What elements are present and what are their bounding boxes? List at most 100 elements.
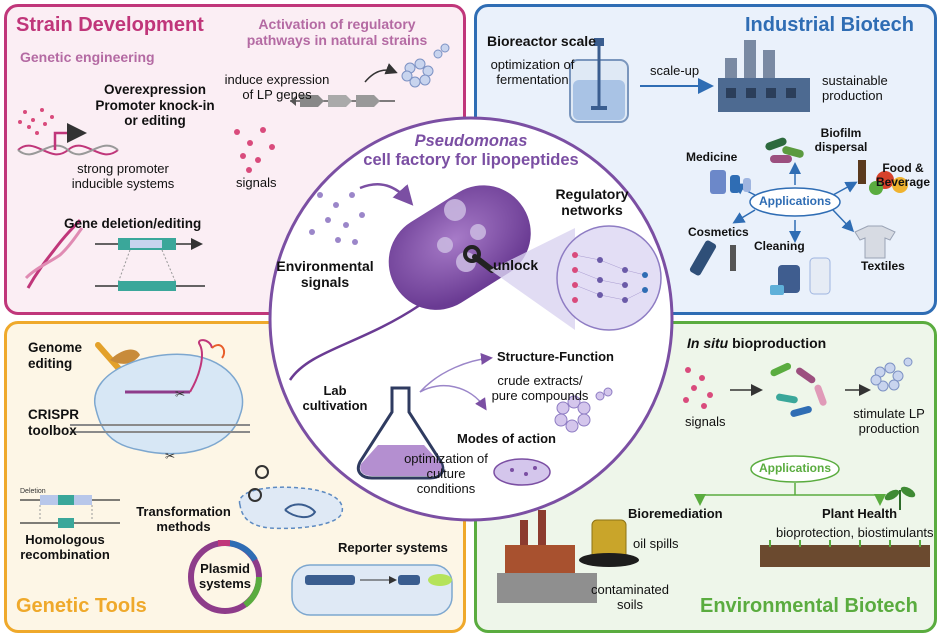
- induce-expression-label: induce expression of LP genes: [218, 72, 336, 103]
- plant-sprout-icon: [884, 486, 916, 510]
- applications-label: Applications: [758, 194, 831, 208]
- plasmid-icon: [188, 539, 263, 614]
- gene-deletion-icon: [95, 238, 205, 291]
- gene-deletion-label: Gene deletion/editing: [64, 216, 202, 231]
- biofilm-line-1: Biofilm: [820, 126, 862, 140]
- textiles-label: Textiles: [861, 259, 905, 273]
- sustainable-line-1: sustainable: [822, 73, 888, 88]
- stimulate-line-2: production: [858, 420, 920, 436]
- medicine-icon: [710, 170, 751, 194]
- petri-dish-icon: [493, 458, 551, 486]
- soil-line-1: contaminated: [590, 582, 670, 597]
- industrial-biotech-title: Industrial Biotech: [745, 14, 914, 36]
- sustainable-production-label: sustainable production: [822, 73, 888, 104]
- regulatory-line-1: Regulatory: [555, 186, 629, 202]
- strain-development-title: Strain Development: [16, 14, 204, 36]
- crispr-toolbox-label: CRISPR toolbox: [28, 407, 79, 438]
- factory-icon: [718, 40, 810, 112]
- reporter-cell-icon: [291, 564, 453, 616]
- applications-bubble: [749, 187, 841, 217]
- bacterium-cell-icon: [288, 185, 531, 381]
- biofilm-icon: [765, 137, 804, 163]
- transformation-cell-icon: [238, 465, 344, 530]
- unlock-wrench-icon: [463, 245, 495, 273]
- center-title-italic: Pseudomonas: [414, 132, 528, 150]
- lab-line-2: cultivation: [302, 397, 368, 413]
- modes-of-action-label: Modes of action: [457, 431, 556, 446]
- environmental-biotech-title: Environmental Biotech: [700, 595, 918, 617]
- arrow-icon: [419, 352, 493, 393]
- transformation-methods-label: Transformation methods: [126, 504, 241, 535]
- genetic-tools-title: Genetic Tools: [16, 595, 147, 617]
- lipopeptide-icon: [870, 357, 913, 392]
- genome-line-2: editing: [28, 355, 73, 371]
- optimization-fermentation-label: optimization of fermentation: [480, 57, 585, 88]
- signals-label: signals: [236, 175, 277, 190]
- medicine-label: Medicine: [686, 150, 738, 164]
- optimization-culture-label: optimization of culture conditions: [391, 451, 501, 497]
- lab-cultivation-label: Lab cultivation: [300, 383, 370, 414]
- biofilm-dispersal-label: Biofilm dispersal: [806, 126, 876, 155]
- activation-line-2: pathways in natural strains: [246, 32, 428, 49]
- soil-line-2: soils: [616, 596, 643, 612]
- cosmetics-label: Cosmetics: [688, 225, 749, 239]
- optim-fermentation-line-2: fermentation: [496, 71, 569, 87]
- bioreactor-scale-label: Bioreactor scale: [487, 33, 596, 49]
- bioreactor-icon: [569, 38, 629, 123]
- applications-bubble: [750, 455, 840, 483]
- plasmid-systems-label: Plasmid systems: [195, 561, 255, 592]
- cleaning-icon: [770, 257, 831, 295]
- pipette-icon: [95, 342, 140, 373]
- transf-line-1: Transformation: [136, 504, 231, 519]
- genome-line-1: Genome: [28, 340, 83, 355]
- stimulate-line-1: stimulate LP: [853, 406, 925, 421]
- crude-line-2: pure compounds: [491, 387, 589, 403]
- contaminated-soils-label: contaminated soils: [588, 582, 672, 613]
- oil-spills-label: oil spills: [633, 536, 679, 551]
- biofilm-line-2: dispersal: [814, 139, 868, 154]
- deletion-tag: Deletion: [20, 488, 46, 495]
- gene-cluster-icon: [290, 95, 395, 107]
- crude-extracts-label: crude extracts/ pure compounds: [480, 373, 600, 404]
- central-circle: [268, 116, 674, 522]
- plasmid-line-2: systems: [198, 575, 252, 591]
- arrow-icon: [364, 63, 398, 83]
- optim-culture-line-1: optimization of: [404, 451, 488, 466]
- plant-health-label: Plant Health: [822, 506, 898, 521]
- lab-line-1: Lab: [323, 383, 347, 398]
- homol-line-1: Homologous: [25, 532, 105, 547]
- env-signal-dots-icon: [309, 192, 365, 245]
- textiles-icon: [854, 225, 896, 259]
- signal-dots-icon: [18, 108, 54, 135]
- network-nodes: [574, 254, 646, 301]
- crispr-complex-icon: ✂ ✂: [70, 339, 250, 463]
- stimulate-lp-label: stimulate LP production: [848, 406, 930, 437]
- svg-text:✂: ✂: [175, 387, 185, 401]
- regulatory-line-2: networks: [561, 202, 623, 219]
- genome-editing-label: Genome editing: [28, 340, 82, 371]
- plant-field-icon: [760, 540, 930, 567]
- food-beverage-icon: [858, 160, 908, 195]
- cleaning-label: Cleaning: [754, 239, 805, 253]
- insitu-rest: bioproduction: [728, 335, 827, 351]
- genetic-engineering-label: Genetic engineering: [20, 49, 155, 65]
- bioremediation-label: Bioremediation: [628, 506, 723, 521]
- crispr-line-1: CRISPR: [28, 407, 80, 422]
- bioprotection-label: bioprotection, biostimulants: [776, 525, 934, 540]
- bacteria-icon: [770, 362, 827, 417]
- promoter-line-2: inducible systems: [71, 175, 175, 191]
- unlock-label: unlock: [493, 257, 539, 273]
- activation-line-1: Activation of regulatory: [258, 16, 416, 32]
- svg-text:✂: ✂: [165, 449, 175, 463]
- structure-function-label: Structure-Function: [497, 349, 614, 364]
- induce-line-2: of LP genes: [242, 86, 312, 102]
- applications-hub: [694, 483, 886, 506]
- cosmetics-icon: [689, 240, 736, 276]
- overexpression-line-2: Promoter knock-in: [95, 97, 215, 113]
- flask-icon: [356, 386, 445, 480]
- arrow-icon: [359, 183, 414, 206]
- sustainable-line-2: production: [822, 87, 883, 103]
- oil-barrel-icon: [579, 519, 639, 567]
- food-beverage-label: Food & Beverage: [872, 161, 934, 190]
